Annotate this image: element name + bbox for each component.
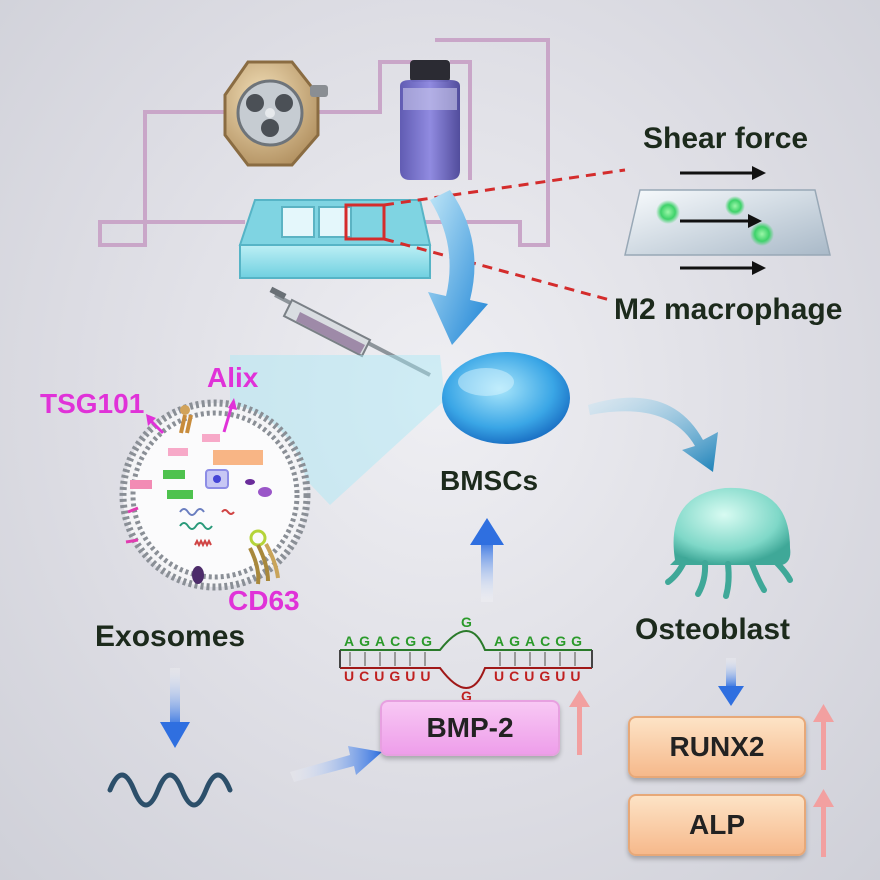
syringe [269, 286, 431, 377]
tubing-loop [98, 38, 550, 247]
runx2-box: RUNX2 [628, 716, 806, 778]
rna-top-left: AGACGG [344, 633, 437, 649]
arrow-up-head [470, 518, 504, 545]
light-beam [230, 355, 445, 505]
arrow-to-bmp2 [290, 746, 382, 782]
arrow-osteo-down-shaft [726, 658, 736, 688]
peristaltic-pump [223, 60, 328, 167]
zoom-lines [383, 168, 626, 302]
label-osteoblast: Osteoblast [635, 613, 791, 646]
rna-bot-right: UCUGUU [494, 668, 586, 684]
label-m2-macrophage: M2 macrophage [614, 293, 843, 326]
label-bmscs: BMSCs [440, 465, 539, 496]
rna-duplex [339, 630, 593, 689]
alp-box: ALP [628, 794, 806, 856]
exosome-vesicle [119, 398, 311, 591]
arrow-osteo-down-head [718, 686, 744, 706]
rna-top-mid: G [461, 614, 472, 630]
bmsc-cell [442, 352, 570, 444]
media-bottle [400, 60, 460, 180]
label-tsg101: TSG101 [40, 388, 145, 419]
label-cd63: CD63 [228, 585, 300, 616]
curved-arrow-to-osteoblast [588, 397, 718, 472]
label-alix: Alix [207, 362, 259, 393]
osteoblast-cell [665, 487, 793, 599]
mirna-wave [107, 772, 233, 808]
upregulation-arrow-runx2 [813, 704, 834, 770]
rna-bot-mid: G [461, 688, 472, 704]
arrow-exosome-down-shaft [170, 668, 180, 728]
rna-bot-left: UCUGUU [344, 668, 436, 684]
upregulation-arrow-bmp2 [569, 690, 590, 755]
curved-arrow-chip-to-bmscs [428, 190, 488, 345]
shear-plate [624, 166, 831, 275]
arrow-exosome-down-head [160, 722, 190, 748]
bmp2-box: BMP-2 [380, 700, 560, 756]
label-shear-force: Shear force [643, 122, 809, 155]
label-exosomes: Exosomes [95, 620, 246, 653]
rna-top-right: AGACGG [494, 633, 587, 649]
upregulation-arrow-alp [813, 789, 834, 857]
microfluidic-chip [238, 199, 432, 279]
arrow-up-shaft [481, 540, 493, 602]
